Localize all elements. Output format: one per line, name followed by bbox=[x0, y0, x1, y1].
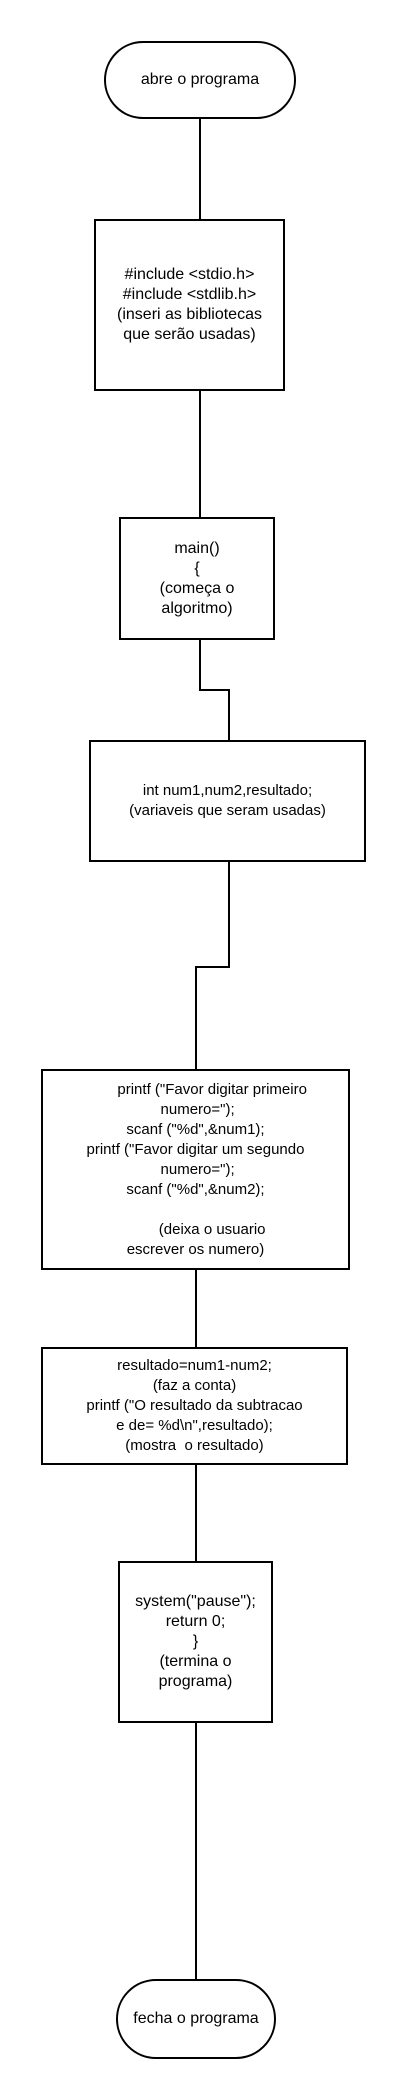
input-text: printf ("Favor digitar primeiro numero="… bbox=[86, 1080, 307, 1258]
compute-process-box: resultado=num1-num2; (faz a conta) print… bbox=[41, 1347, 348, 1465]
declare-process-box: int num1,num2,resultado; (variaveis que … bbox=[89, 740, 366, 862]
main-process-box: main() { (começa o algoritmo) bbox=[119, 517, 275, 640]
main-text: main() { (começa o algoritmo) bbox=[159, 539, 235, 617]
input-process-box: printf ("Favor digitar primeiro numero="… bbox=[41, 1069, 350, 1270]
start-terminal: abre o programa bbox=[104, 41, 296, 119]
includes-process-box: #include <stdio.h> #include <stdlib.h> (… bbox=[94, 219, 285, 391]
finish-process-box: system("pause"); return 0; } (termina o … bbox=[118, 1561, 273, 1723]
includes-text: #include <stdio.h> #include <stdlib.h> (… bbox=[117, 266, 262, 343]
connector-declare-to-input bbox=[195, 862, 230, 1069]
declare-text: int num1,num2,resultado; (variaveis que … bbox=[129, 782, 326, 819]
finish-text: system("pause"); return 0; } (termina o … bbox=[135, 1593, 256, 1690]
start-label: abre o programa bbox=[140, 71, 260, 88]
end-terminal: fecha o programa bbox=[116, 1979, 276, 2059]
connector-main-to-declare bbox=[199, 640, 230, 740]
end-label: fecha o programa bbox=[133, 2010, 259, 2027]
compute-text: resultado=num1-num2; (faz a conta) print… bbox=[86, 1357, 303, 1454]
